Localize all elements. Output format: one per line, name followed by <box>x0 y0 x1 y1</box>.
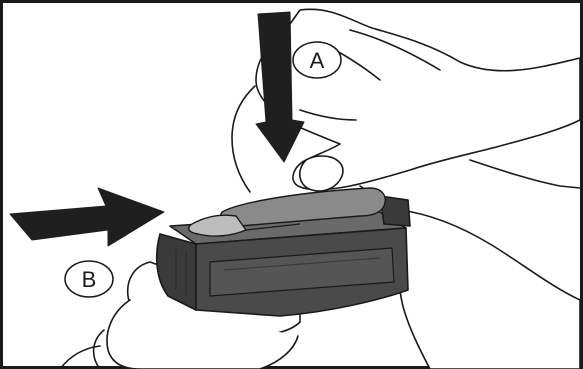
callout-a-label: A <box>310 48 325 73</box>
arrow-right-icon <box>10 188 164 246</box>
callout-a: A <box>293 42 341 78</box>
callout-b-label: B <box>82 267 97 292</box>
cartridge-bullet <box>189 215 246 236</box>
callout-b: B <box>65 261 113 297</box>
